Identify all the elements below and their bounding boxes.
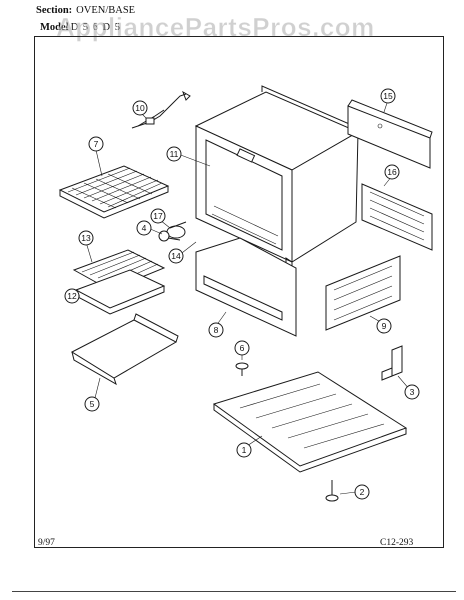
callout-1-label: 1 <box>242 445 247 455</box>
page-code: C12-293 <box>380 538 414 548</box>
model-value: D 5 6 D 5 <box>70 22 121 33</box>
callout-15: 15 <box>380 88 396 104</box>
callout-14-label: 14 <box>171 251 181 261</box>
callout-3-label: 3 <box>410 387 415 397</box>
callout-9-label: 9 <box>382 321 387 331</box>
callout-8-label: 8 <box>214 325 219 335</box>
callout-2: 2 <box>354 484 370 500</box>
part-2-drawing <box>325 480 339 502</box>
revision-date: 9/97 <box>38 538 55 548</box>
callout-11: 11 <box>166 146 182 162</box>
part-11-drawing <box>194 85 360 273</box>
callout-6-label: 6 <box>240 343 245 353</box>
part-16-drawing <box>361 183 433 251</box>
section-value: OVEN/BASE <box>76 5 136 16</box>
callout-7: 7 <box>88 136 104 152</box>
part-7-drawing <box>58 165 170 219</box>
callout-14: 14 <box>168 248 184 264</box>
callout-13-label: 13 <box>81 233 91 243</box>
callout-10: 10 <box>132 100 148 116</box>
callout-15-label: 15 <box>383 91 393 101</box>
bottom-rule <box>12 591 456 592</box>
callout-4-label: 4 <box>142 223 147 233</box>
callout-16: 16 <box>384 164 400 180</box>
callout-7-label: 7 <box>94 139 99 149</box>
callout-17: 17 <box>150 208 166 224</box>
callout-11-label: 11 <box>170 149 179 159</box>
callout-4: 4 <box>136 220 152 236</box>
part-10-drawing <box>131 90 191 129</box>
callout-8: 8 <box>208 322 224 338</box>
callout-16-label: 16 <box>387 167 397 177</box>
callout-2-label: 2 <box>360 487 365 497</box>
watermark: AppliancePartsPros.com <box>56 12 375 43</box>
callout-9: 9 <box>376 318 392 334</box>
callout-12-label: 12 <box>67 291 77 301</box>
callout-13: 13 <box>78 230 94 246</box>
part-15-drawing <box>347 99 433 169</box>
callout-5: 5 <box>84 396 100 412</box>
callout-6: 6 <box>234 340 250 356</box>
diagram-frame <box>34 36 444 548</box>
part-4-17-drawing <box>158 221 187 242</box>
part-3-drawing <box>381 345 403 381</box>
part-5-drawing <box>70 313 179 386</box>
callout-5-label: 5 <box>90 399 95 409</box>
part-9-drawing <box>325 255 401 331</box>
part-8-drawing <box>195 237 297 337</box>
part-1-drawing <box>212 371 408 473</box>
section-heading: Section:OVEN/BASE <box>36 5 135 16</box>
callout-3: 3 <box>404 384 420 400</box>
section-label: Section: <box>36 5 73 16</box>
callout-12: 12 <box>64 288 80 304</box>
callout-1: 1 <box>236 442 252 458</box>
model-label: Model <box>40 22 69 33</box>
part-6-drawing <box>235 362 249 376</box>
callout-10-label: 10 <box>135 103 145 113</box>
callout-17-label: 17 <box>153 211 163 221</box>
